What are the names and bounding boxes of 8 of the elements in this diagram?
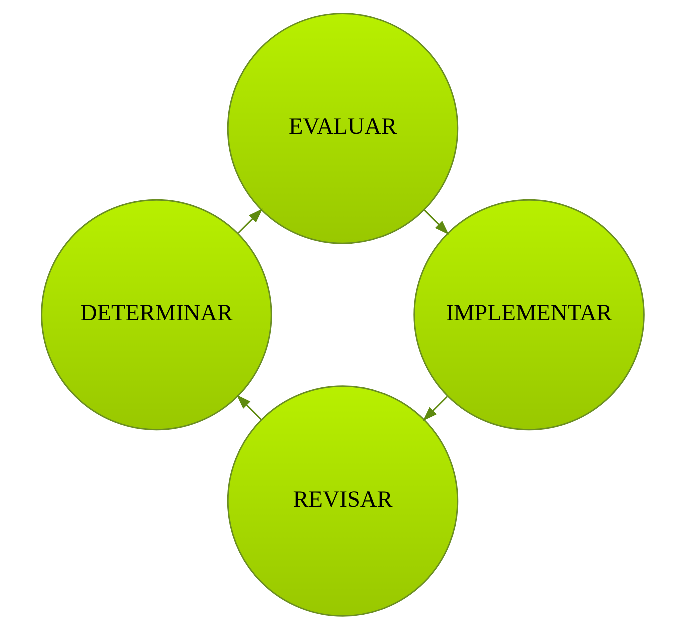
arrow <box>237 208 262 234</box>
node-circle: IMPLEMENTAR <box>413 199 644 431</box>
node-circle: EVALUAR <box>226 13 458 244</box>
arrow <box>236 395 262 420</box>
arrow <box>424 210 449 235</box>
node-circle: REVISAR <box>226 386 458 617</box>
arrow <box>422 396 448 422</box>
node-circle: DETERMINAR <box>40 199 272 431</box>
